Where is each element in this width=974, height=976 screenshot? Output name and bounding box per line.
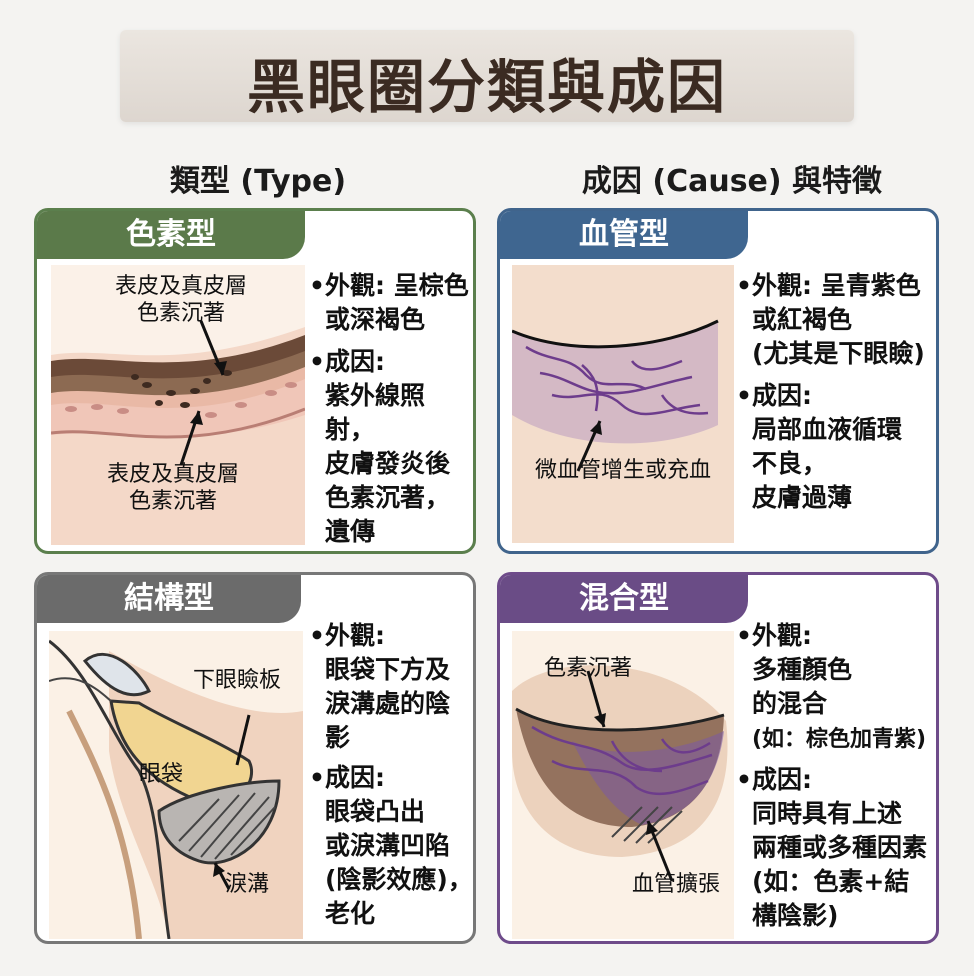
label-lower-tarsal-plate: 下眼瞼板 xyxy=(192,668,281,693)
vascular-bullets: •外觀: 呈青紫色 或紅褐色 (尤其是下眼瞼) •成因: 局部血液循環 不良， … xyxy=(736,269,936,515)
pigment-cause: 成因: 紫外線照射， 皮膚發炎後 色素沉著， 遺傳 xyxy=(325,347,451,546)
card-pigment: 色素型 表皮及真皮層 色素沉著 表皮及真皮層 色素沉著 •外觀: 呈棕色 或深褐… xyxy=(34,208,476,554)
vascular-appearance: 外觀: 呈青紫色 或紅褐色 (尤其是下眼瞼) xyxy=(752,271,925,368)
label-vascular: 微血管增生或充血 xyxy=(534,458,711,483)
mixed-appearance-note: (如：棕色加青紫) xyxy=(752,727,927,752)
label-tear-trough: 淚溝 xyxy=(224,872,269,897)
label-pigment-top: 表皮及真皮層 色素沉著 xyxy=(114,274,247,326)
tab-structural: 結構型 xyxy=(37,575,301,623)
pigment-appearance: 外觀: 呈棕色 或深褐色 xyxy=(325,271,469,334)
mixed-bullets: •外觀: 多種顏色 的混合 (如：棕色加青紫) •成因: 同時具有上述 兩種或多… xyxy=(736,619,936,933)
tab-pigment: 色素型 xyxy=(37,211,305,259)
eyelid-cross-section-illustration xyxy=(49,631,303,939)
structural-appearance: 外觀: 眼袋下方及 淚溝處的陰 影 xyxy=(325,621,451,752)
structural-bullets: •外觀: 眼袋下方及 淚溝處的陰 影 •成因: 眼袋凸出 或淚溝凹陷 (陰影效應… xyxy=(309,619,473,931)
skin-layers-illustration xyxy=(51,265,305,545)
structural-cause: 成因: 眼袋凸出 或淚溝凹陷 (陰影效應)， 老化 xyxy=(325,763,473,928)
tab-vascular: 血管型 xyxy=(500,211,748,259)
label-mixed-vessel: 血管擴張 xyxy=(631,872,720,897)
card-vascular: 血管型 微血管增生或充血 •外觀: 呈青紫色 或紅褐色 (尤其是下眼瞼) •成因… xyxy=(497,208,939,554)
column-heading-cause: 成因 (Cause) 與特徵 xyxy=(581,164,883,199)
page-title: 黑眼圈分類與成因 xyxy=(246,53,727,121)
mixed-eye-illustration xyxy=(512,631,734,939)
mixed-appearance: 外觀: 多種顏色 的混合 xyxy=(752,621,853,718)
card-mixed: 混合型 色素沉著 血管擴張 •外觀: 多種顏色 的混合 (如：棕色加青紫) •成… xyxy=(497,572,939,944)
tab-mixed: 混合型 xyxy=(500,575,748,623)
mixed-cause: 成因: 同時具有上述 兩種或多種因素 (如：色素+結 構陰影) xyxy=(752,765,928,930)
label-eye-bag: 眼袋 xyxy=(138,762,183,787)
label-pigment-bottom: 表皮及真皮層 色素沉著 xyxy=(106,462,239,514)
title-banner xyxy=(120,30,854,122)
pigment-bullets: •外觀: 呈棕色 或深褐色 •成因: 紫外線照射， 皮膚發炎後 色素沉著， 遺傳 xyxy=(309,269,473,549)
card-structural: 結構型 下眼瞼板 眼袋 淚溝 •外觀: 眼袋下方及 淚溝處的陰 影 •成因: 眼… xyxy=(34,572,476,944)
label-mixed-pigment: 色素沉著 xyxy=(543,656,632,681)
vessel-illustration xyxy=(512,265,734,543)
column-heading-type: 類型 (Type) xyxy=(169,164,347,199)
vascular-cause: 成因: 局部血液循環 不良， 皮膚過薄 xyxy=(752,381,903,512)
